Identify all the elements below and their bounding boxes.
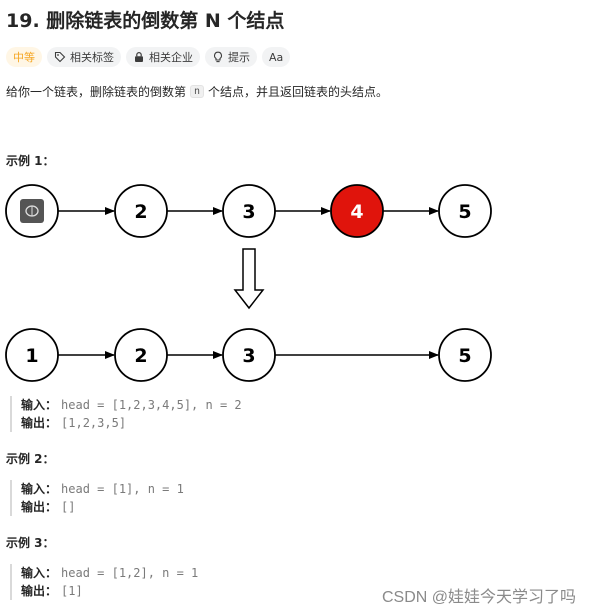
description-code: n	[190, 85, 205, 98]
font-size-icon: Aa	[269, 50, 284, 64]
related-companies-label: 相关企业	[149, 51, 193, 64]
input-value: head = [1,2], n = 1	[61, 566, 199, 580]
hint-button[interactable]: 提示	[205, 47, 257, 67]
top-node-3	[222, 184, 276, 238]
example-3-block: 输入：head = [1,2], n = 1 输出：[1]	[10, 564, 198, 600]
top-node-label-3: 3	[242, 201, 255, 223]
output-value: [1]	[61, 584, 83, 598]
output-label: 输出：	[21, 584, 58, 598]
example-3-title: 示例 3：	[6, 536, 55, 550]
bottom-node-label-1: 1	[25, 345, 38, 367]
difficulty-badge[interactable]: 中等	[6, 47, 42, 67]
font-size-button[interactable]: Aa	[262, 47, 291, 67]
input-label: 输入：	[21, 566, 58, 580]
tag-icon	[54, 51, 66, 63]
bottom-node-1	[5, 328, 59, 382]
input-value: head = [1,2,3,4,5], n = 2	[61, 398, 242, 412]
problem-description: 给你一个链表，删除链表的倒数第 n 个结点，并且返回链表的头结点。	[6, 83, 388, 100]
lightbulb-icon	[214, 51, 222, 63]
watermark: CSDN @娃娃今天学习了吗	[381, 589, 576, 606]
top-node-2	[114, 184, 168, 238]
input-label: 输入：	[21, 398, 58, 412]
output-value: [1,2,3,5]	[61, 416, 127, 430]
bottom-node-3	[222, 328, 276, 382]
top-node-label-2: 2	[134, 201, 147, 223]
bottom-node-label-2: 2	[134, 345, 147, 367]
input-value: head = [1], n = 1	[61, 482, 184, 496]
down-arrow	[233, 248, 265, 310]
hint-label: 提示	[228, 51, 250, 64]
bottom-node-label-4: 5	[458, 345, 471, 367]
example-1-block: 输入：head = [1,2,3,4,5], n = 2 输出：[1,2,3,5…	[10, 396, 242, 432]
bottom-node-2	[114, 328, 168, 382]
top-node-label-5: 5	[458, 201, 471, 223]
related-tags-label: 相关标签	[70, 51, 114, 64]
related-companies-button[interactable]: 相关企业	[126, 47, 200, 67]
tag-bar: 中等 相关标签 相关企业 提示 Aa	[6, 47, 291, 67]
difficulty-label: 中等	[13, 51, 35, 64]
output-label: 输出：	[21, 500, 58, 514]
bottom-node-label-3: 3	[242, 345, 255, 367]
problem-title: 19. 删除链表的倒数第 N 个结点	[6, 10, 285, 32]
description-text-end: 个结点，并且返回链表的头结点。	[208, 85, 389, 99]
example-2-block: 输入：head = [1], n = 1 输出：[]	[10, 480, 184, 516]
related-tags-button[interactable]: 相关标签	[47, 47, 121, 67]
output-value: []	[61, 500, 76, 514]
example-2-title: 示例 2：	[6, 452, 55, 466]
top-node-4	[330, 184, 384, 238]
example-1-title: 示例 1：	[6, 154, 55, 168]
lock-icon	[135, 52, 143, 62]
top-node-label-4: 4	[350, 201, 363, 223]
output-label: 输出：	[21, 416, 58, 430]
top-node-5	[438, 184, 492, 238]
input-label: 输入：	[21, 482, 58, 496]
description-text: 给你一个链表，删除链表的倒数第	[6, 85, 187, 99]
bottom-node-4	[438, 328, 492, 382]
